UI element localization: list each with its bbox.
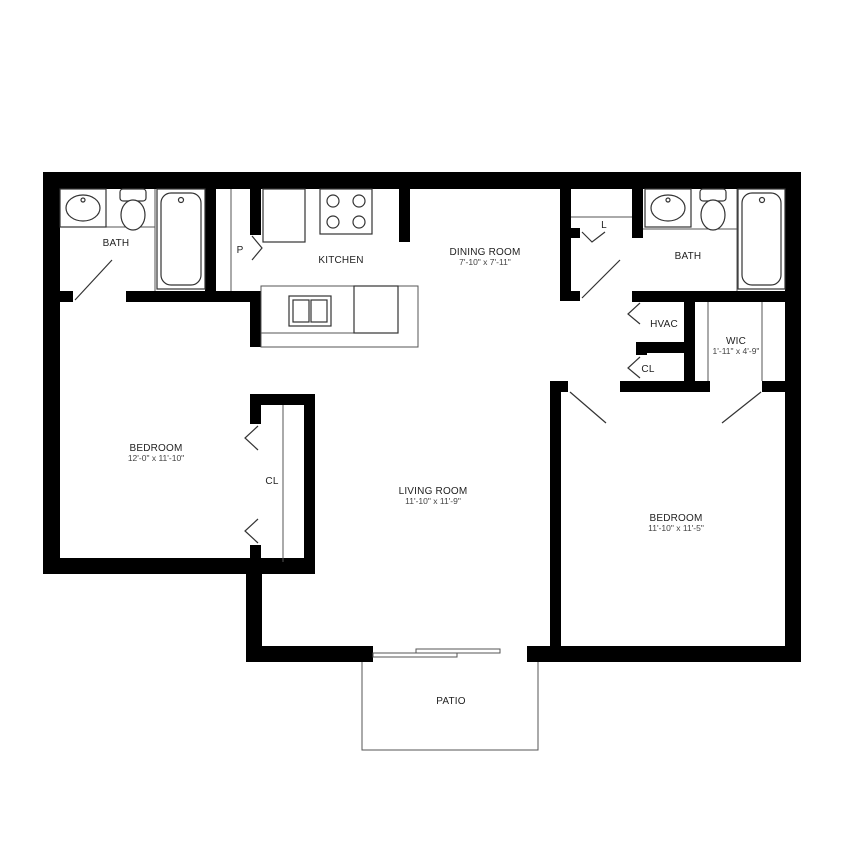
doors	[74, 231, 762, 544]
sink-left	[59, 188, 107, 228]
label-bath-right: BATH	[675, 251, 702, 262]
walls	[43, 172, 801, 662]
label-patio: PATIO	[436, 696, 466, 707]
label-linen: L	[601, 220, 607, 231]
bathtub-right	[737, 188, 786, 290]
fixtures	[59, 188, 786, 334]
label-bedroom-left: BEDROOM	[129, 443, 182, 454]
label-bedroom-right: BEDROOM	[649, 513, 702, 524]
label-closet-left: CL	[265, 476, 278, 487]
toilet-right	[699, 188, 727, 231]
dishwasher	[353, 285, 399, 334]
sink-right	[644, 188, 692, 228]
label-hvac: HVAC	[650, 319, 678, 330]
label-dining: DINING ROOM	[449, 247, 520, 258]
dim-dining: 7'-10" x 7'-11"	[459, 257, 511, 267]
refrigerator	[262, 188, 306, 243]
toilet-left	[119, 188, 147, 231]
dim-living: 11'-10" x 11'-9"	[405, 496, 461, 506]
label-bath-left: BATH	[103, 238, 130, 249]
label-wic: WIC	[726, 336, 746, 347]
dim-bedroom-right: 11'-10" x 11'-5"	[648, 523, 704, 533]
label-pantry: P	[237, 245, 244, 256]
kitchen-sink	[288, 295, 332, 327]
room-labels: BATH P KITCHEN DINING ROOM 7'-10" x 7'-1…	[103, 220, 760, 707]
dim-bedroom-left: 12'-0" x 11'-10"	[128, 453, 184, 463]
label-closet-small: CL	[641, 364, 654, 375]
dim-wic: 1'-11" x 4'-9"	[713, 346, 760, 356]
label-living: LIVING ROOM	[399, 486, 468, 497]
stove	[319, 188, 373, 235]
bathtub-left	[156, 188, 206, 290]
label-kitchen: KITCHEN	[318, 255, 363, 266]
